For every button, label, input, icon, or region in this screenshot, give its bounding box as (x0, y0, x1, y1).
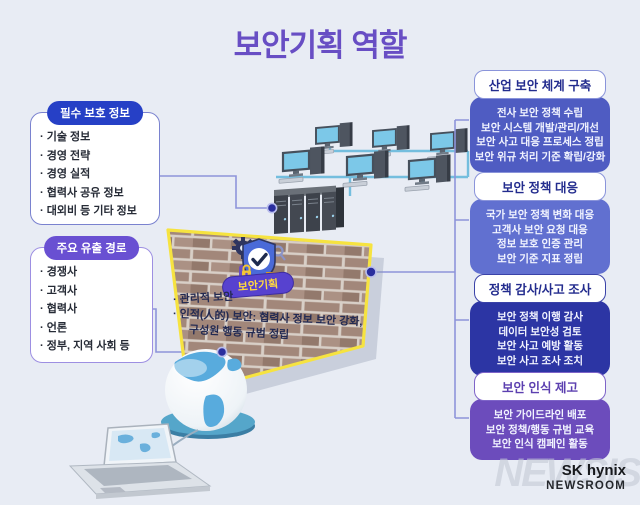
group-item: 보안 인식 캠페인 활동 (492, 438, 588, 450)
list-item: 대외비 등 기타 정보 (40, 202, 155, 221)
page-title: 보안기획 역할 (233, 28, 408, 63)
group-item: 고객사 보안 요청 대응 (492, 223, 588, 236)
laptop (68, 423, 212, 499)
desktop-computer (427, 128, 468, 161)
group-item: 보안 시스템 개발/관리/개선 (481, 121, 599, 134)
newsroom-label: NEWSROOM (546, 480, 626, 492)
newsis-watermark: NEWSIS (494, 451, 640, 495)
group-body: 국가 보안 정책 변화 대응 고객사 보안 요청 대응 정보 보호 인증 관리 … (470, 199, 610, 274)
group-industrial-security-framework: 산업 보안 체계 구축 전사 보안 정책 수립 보안 시스템 개발/관리/개선 … (470, 70, 610, 172)
list-item: 고객사 (40, 282, 148, 301)
group-item: 보안 사고 조사 조치 (496, 354, 584, 367)
leak-path-list: 경쟁사 고객사 협력사 언론 정부, 지역 사회 등 (31, 248, 152, 356)
group-item: 보안 가이드라인 배포 (493, 409, 587, 421)
desktop-computer (312, 122, 353, 155)
essential-info-list: 기술 정보 경영 전략 경영 실적 협력사 공유 정보 대외비 등 기타 정보 (31, 113, 159, 221)
list-item: 정부, 지역 사회 등 (40, 337, 148, 356)
group-header: 보안 정책 대응 (474, 172, 606, 201)
group-header: 정책 감사/사고 조사 (474, 274, 606, 303)
wall-note-line: · 관리적 보안 (172, 290, 234, 306)
list-item: 경영 전략 (40, 147, 155, 166)
group-item: 보안 정책 이행 감사 (496, 311, 584, 323)
group-item: 정보 보호 인증 관리 (496, 238, 584, 250)
group-item: 보안 사고 예방 활동 (496, 340, 584, 352)
list-item: 언론 (40, 319, 148, 338)
group-body: 보안 가이드라인 배포 보안 정책/행동 규범 교육 보안 인식 캠페인 활동 (470, 399, 610, 460)
check-icon (251, 252, 268, 267)
server-rack (274, 185, 344, 234)
network-cable-lines (276, 146, 470, 196)
group-item: 보안 정책/행동 규범 교육 (485, 423, 595, 436)
group-body: 보안 정책 이행 감사 데이터 보안성 검토 보안 사고 예방 활동 보안 사고… (470, 301, 610, 376)
essential-info-box: 필수 보호 정보 기술 정보 경영 전략 경영 실적 협력사 공유 정보 대외비… (30, 101, 160, 225)
group-item: 보안 기준 지표 정립 (496, 252, 584, 265)
list-item: 경영 실적 (40, 165, 155, 184)
group-header: 보안 인식 제고 (474, 372, 606, 401)
leak-path-box: 주요 유출 경로 경쟁사 고객사 협력사 언론 정부, 지역 사회 등 (30, 236, 153, 363)
group-security-policy-response: 보안 정책 대응 국가 보안 정책 변화 대응 고객사 보안 요청 대응 정보 … (470, 172, 610, 274)
list-item: 협력사 공유 정보 (40, 184, 155, 203)
group-header: 산업 보안 체계 구축 (474, 70, 606, 99)
essential-info-header-pill: 필수 보호 정보 (47, 101, 143, 125)
desktop-computer (278, 146, 325, 184)
globe (161, 349, 255, 439)
desktop-computer (369, 125, 410, 158)
list-item: 경쟁사 (40, 263, 148, 282)
group-item: 보안 사고 대응 프로세스 정립 (476, 136, 604, 148)
group-item: 데이터 보안성 검토 (498, 325, 582, 338)
group-policy-audit-investigation: 정책 감사/사고 조사 보안 정책 이행 감사 데이터 보안성 검토 보안 사고… (470, 274, 610, 376)
desktop-computer (342, 150, 389, 188)
shield-icon (242, 238, 276, 282)
connector-lines (153, 119, 469, 419)
group-body: 전사 보안 정책 수립 보안 시스템 개발/관리/개선 보안 사고 대응 프로세… (470, 97, 610, 172)
list-item: 기술 정보 (40, 128, 155, 147)
leak-path-header-pill: 주요 유출 경로 (43, 236, 140, 260)
brand-logo: SK hynix NEWSROOM (546, 462, 626, 492)
desktop-computer (404, 154, 451, 192)
desktop-computer-cluster (278, 122, 468, 192)
group-security-awareness: 보안 인식 제고 보안 가이드라인 배포 보안 정책/행동 규범 교육 보안 인… (470, 372, 610, 460)
group-item: 보안 위규 처리 기준 확립/강화 (474, 150, 606, 163)
group-item: 국가 보안 정책 변화 대응 (485, 209, 595, 221)
sk-hynix-logo: SK hynix (561, 462, 626, 479)
group-item: 전사 보안 정책 수립 (496, 107, 584, 119)
list-item: 협력사 (40, 300, 148, 319)
